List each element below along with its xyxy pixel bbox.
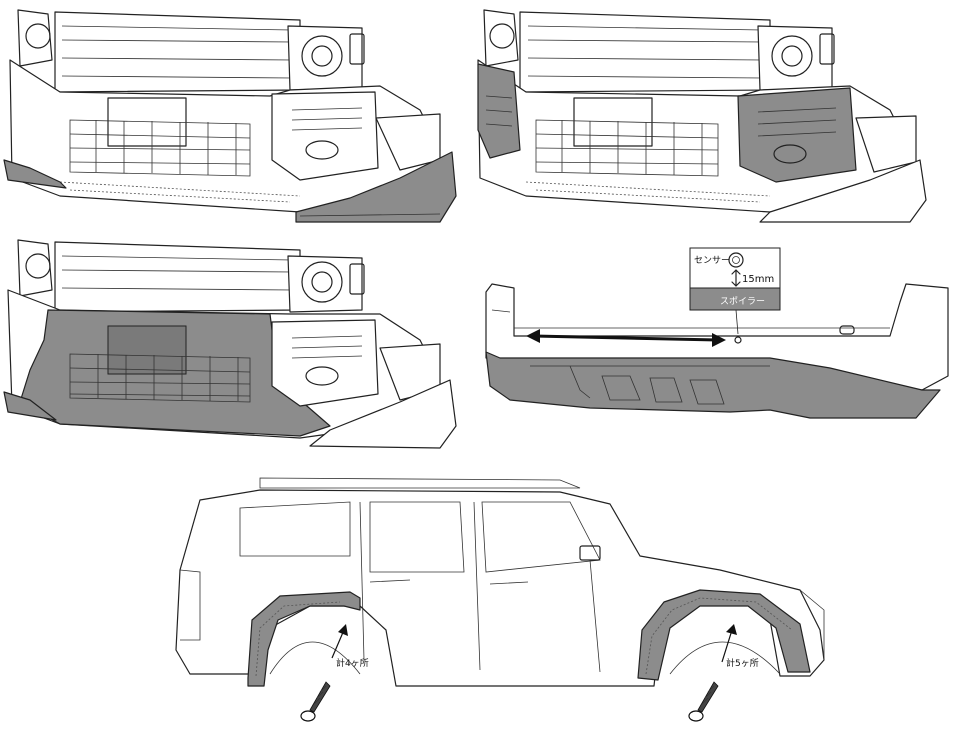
front-bumper-illustration <box>3 239 457 449</box>
panel-side-ducts <box>470 0 956 235</box>
front-lip-right <box>295 151 457 223</box>
screw-icon <box>300 681 331 722</box>
duct-right <box>737 87 857 183</box>
side-duct-illustration <box>477 9 927 223</box>
fender-flare-illustration <box>175 477 825 722</box>
front-lip-illustration <box>3 9 457 223</box>
sensor-label: センサー <box>694 256 731 266</box>
panel-front-lip <box>0 0 470 230</box>
front-screw-count: 計4ヶ所 <box>336 659 369 669</box>
fender-flare-rear <box>637 589 811 681</box>
screw-icon <box>688 681 719 722</box>
panel-front-bumper <box>0 230 470 450</box>
arrow-icon <box>331 624 348 659</box>
rear-screw-count: 計5ヶ所 <box>726 659 759 669</box>
arrow-icon <box>721 624 737 663</box>
rear-diffuser-main <box>485 351 941 419</box>
sensor-icon <box>728 252 744 268</box>
panel-fender-flares: 計4ヶ所 計5ヶ所 <box>160 460 860 729</box>
front-lip-left <box>3 159 67 189</box>
rear-diffuser-illustration <box>485 247 949 419</box>
gap-label: 15mm <box>742 274 775 285</box>
panel-rear-diffuser: センサー 15mm スポイラー <box>470 240 956 430</box>
fender-flare-front <box>247 591 361 687</box>
double-arrow-icon <box>526 329 726 347</box>
spoiler-label: スポイラー <box>720 297 766 307</box>
